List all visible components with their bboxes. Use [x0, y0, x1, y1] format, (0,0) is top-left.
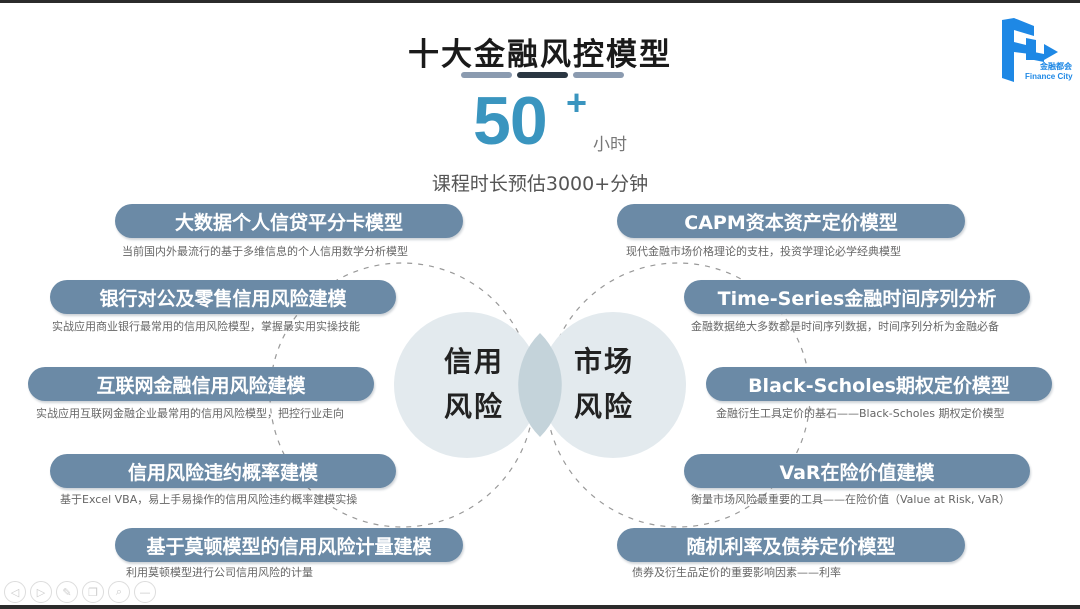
market-risk-label: 市场 风险: [573, 345, 634, 423]
credit-model-desc: 基于Excel VBA，易上手易操作的信用风险违约概率建模实操: [60, 493, 358, 506]
next-slide-button[interactable]: ▷: [30, 581, 52, 603]
market-model-pill[interactable]: CAPM资本资产定价模型: [617, 204, 965, 238]
market-model-pill[interactable]: 随机利率及债券定价模型: [617, 528, 965, 562]
underline-bar: [517, 72, 568, 78]
zoom-button[interactable]: ⌕: [108, 581, 130, 603]
credit-model-pill[interactable]: 基于莫顿模型的信用风险计量建模: [115, 528, 463, 562]
page-title: 十大金融风控模型: [408, 37, 672, 73]
market-model-desc: 衡量市场风险最重要的工具——在险价值（Value at Risk, VaR）: [691, 493, 1011, 506]
credit-model-pill[interactable]: 信用风险违约概率建模: [50, 454, 396, 488]
market-model-pill[interactable]: VaR在险价值建模: [684, 454, 1030, 488]
market-circle: [540, 312, 686, 458]
hours-unit: 小时: [593, 135, 627, 155]
credit-model-pill[interactable]: 互联网金融信用风险建模: [28, 367, 374, 401]
market-model-pill[interactable]: Black-Scholes期权定价模型: [706, 367, 1052, 401]
prev-slide-button[interactable]: ◁: [4, 581, 26, 603]
credit-model-pill[interactable]: 银行对公及零售信用风险建模: [50, 280, 396, 314]
menu-button[interactable]: —: [134, 581, 156, 603]
course-duration: 课程时长预估3000+分钟: [431, 173, 649, 195]
market-model-desc: 现代金融市场价格理论的支柱，投资学理论必学经典模型: [626, 245, 901, 258]
underline-bar: [573, 72, 624, 78]
market-model-desc: 金融衍生工具定价的基石——Black-Scholes 期权定价模型: [716, 407, 1005, 420]
credit-model-pill[interactable]: 大数据个人信贷平分卡模型: [115, 204, 463, 238]
slides-overview-button[interactable]: ❐: [82, 581, 104, 603]
title-underline: [461, 72, 624, 78]
hours-plus: +: [566, 82, 588, 123]
venn-diagram: [269, 262, 811, 528]
logo-text-en: Finance City: [1025, 72, 1073, 81]
market-model-pill[interactable]: Time-Series金融时间序列分析: [684, 280, 1030, 314]
pen-tool-button[interactable]: ✎: [56, 581, 78, 603]
market-model-desc: 金融数据绝大多数都是时间序列数据，时间序列分析为金融必备: [691, 320, 999, 333]
market-model-desc: 债券及衍生品定价的重要影响因素——利率: [632, 566, 841, 579]
credit-model-desc: 当前国内外最流行的基于多维信息的个人信用数学分析模型: [122, 245, 408, 258]
underline-bar: [461, 72, 512, 78]
credit-model-desc: 实战应用互联网金融企业最常用的信用风险模型，把控行业走向: [36, 407, 344, 420]
credit-model-desc: 利用莫顿模型进行公司信用风险的计量: [126, 566, 313, 579]
overlap-lens: [518, 333, 562, 437]
slideshow-toolbar: ◁ ▷ ✎ ❐ ⌕ —: [4, 581, 156, 603]
credit-model-desc: 实战应用商业银行最常用的信用风险模型，掌握最实用实操技能: [52, 320, 360, 333]
logo-text-cn: 金融都会: [1040, 62, 1072, 71]
finance-city-logo-icon: [1002, 18, 1058, 82]
hours-number: 50: [473, 83, 548, 159]
credit-circle: [394, 312, 540, 458]
slide: 十大金融风控模型 50 + 小时 课程时长预估3000+分钟 金融都会 Fina…: [0, 3, 1080, 605]
credit-risk-label: 信用 风险: [443, 345, 504, 423]
